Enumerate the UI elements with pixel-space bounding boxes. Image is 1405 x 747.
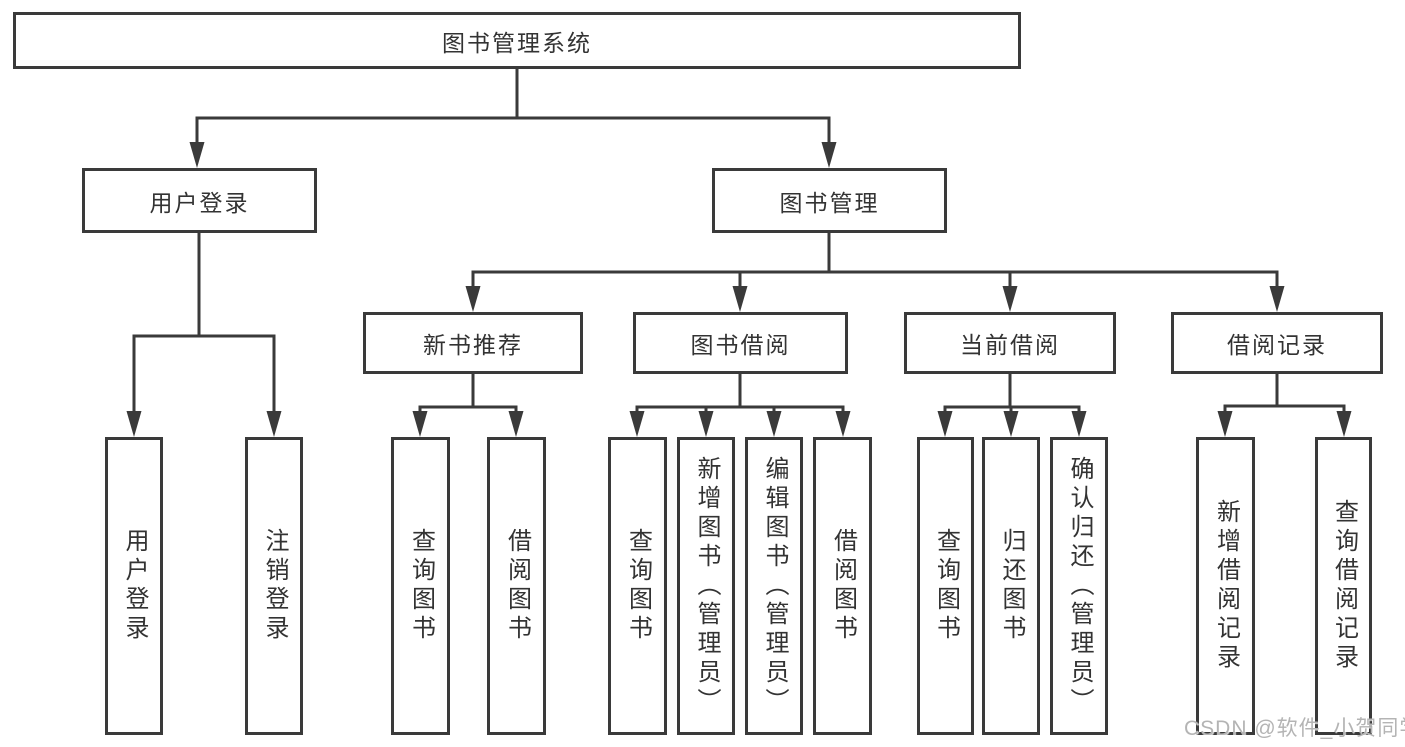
arrowhead-icon (1002, 286, 1018, 312)
connector-br-split (1217, 374, 1352, 437)
node-label-cb-confirm-return-admin: 确认归还（管理员） (1066, 455, 1093, 717)
connector-cb-split (937, 374, 1087, 437)
node-bb-edit-books-admin: 编辑图书（管理员） (745, 437, 803, 735)
node-label-book-borrowing: 图书借阅 (690, 332, 791, 358)
arrowhead-icon (1269, 286, 1285, 312)
node-label-user-login-action: 用户登录 (121, 528, 148, 644)
node-nbr-query-books: 查询图书 (391, 437, 450, 735)
node-label-root: 图书管理系统 (442, 29, 592, 56)
node-logout-action: 注销登录 (245, 437, 303, 735)
node-cb-return-books: 归还图书 (982, 437, 1040, 735)
watermark: CSDN @软件_小贺同学 (1184, 717, 1405, 740)
node-label-nbr-borrow-books: 借阅图书 (503, 528, 531, 644)
node-label-bb-edit-books-admin: 编辑图书（管理员） (761, 455, 788, 717)
arrowhead-icon (1336, 411, 1352, 437)
arrowhead-icon (189, 142, 205, 168)
node-br-query-record: 查询借阅记录 (1315, 437, 1372, 735)
arrowhead-icon (1071, 411, 1087, 437)
connector-book-mgmt-split (465, 233, 1285, 312)
node-label-bb-borrow-books: 借阅图书 (829, 528, 857, 644)
node-br-add-record: 新增借阅记录 (1196, 437, 1255, 735)
node-bb-add-books-admin: 新增图书（管理员） (677, 437, 735, 735)
arrowhead-icon (732, 286, 748, 312)
node-user-login-action: 用户登录 (105, 437, 163, 735)
connector-root-split (189, 69, 837, 168)
arrowhead-icon (412, 411, 428, 437)
node-label-user-login: 用户登录 (149, 189, 250, 216)
arrowhead-icon (1003, 411, 1019, 437)
node-book-borrowing: 图书借阅 (633, 312, 848, 374)
arrowhead-icon (835, 411, 851, 437)
node-nbr-borrow-books: 借阅图书 (487, 437, 546, 735)
node-label-current-borrowing: 当前借阅 (960, 332, 1060, 358)
arrowhead-icon (508, 411, 524, 437)
node-label-logout-action: 注销登录 (261, 528, 288, 644)
node-new-book-recommend: 新书推荐 (363, 312, 583, 374)
arrowhead-icon (821, 142, 837, 168)
arrowhead-icon (698, 411, 714, 437)
node-label-cb-query-books: 查询图书 (932, 528, 960, 644)
arrowhead-icon (126, 411, 142, 437)
arrowhead-icon (266, 411, 282, 437)
connector-nbr-split (412, 374, 524, 437)
arrowhead-icon (1217, 411, 1233, 437)
node-label-br-add-record: 新增借阅记录 (1212, 499, 1240, 673)
connector-bb-split (629, 374, 851, 437)
node-label-book-management: 图书管理 (779, 189, 880, 216)
node-bb-query-books: 查询图书 (608, 437, 667, 735)
arrowhead-icon (629, 411, 645, 437)
arrowhead-icon (465, 286, 481, 312)
node-label-nbr-query-books: 查询图书 (407, 528, 435, 644)
node-label-new-book-recommend: 新书推荐 (423, 332, 523, 358)
node-label-br-query-record: 查询借阅记录 (1330, 499, 1358, 673)
arrowhead-icon (766, 411, 782, 437)
node-cb-query-books: 查询图书 (917, 437, 974, 735)
node-borrow-records: 借阅记录 (1171, 312, 1383, 374)
node-label-cb-return-books: 归还图书 (998, 528, 1025, 644)
node-label-bb-add-books-admin: 新增图书（管理员） (693, 455, 720, 717)
node-user-login: 用户登录 (82, 168, 317, 233)
node-book-management: 图书管理 (712, 168, 947, 233)
node-label-borrow-records: 借阅记录 (1227, 332, 1327, 358)
node-bb-borrow-books: 借阅图书 (813, 437, 872, 735)
node-current-borrowing: 当前借阅 (904, 312, 1116, 374)
node-cb-confirm-return-admin: 确认归还（管理员） (1050, 437, 1108, 735)
node-root: 图书管理系统 (13, 12, 1021, 69)
arrowhead-icon (937, 411, 953, 437)
connector-user-login-split (126, 233, 282, 437)
node-label-bb-query-books: 查询图书 (624, 528, 652, 644)
